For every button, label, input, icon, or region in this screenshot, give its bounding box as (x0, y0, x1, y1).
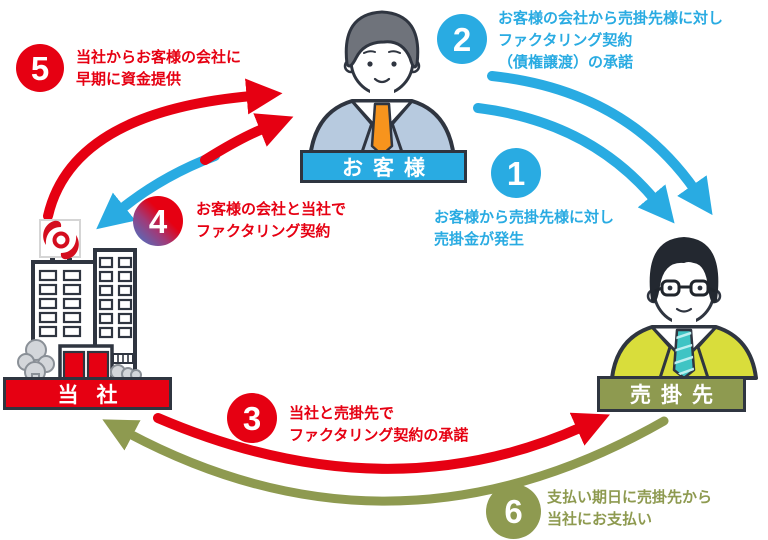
step2-line1: お客様の会社から売掛先様に対し (498, 10, 724, 27)
company-label: 当社 (3, 377, 172, 410)
arrow-step2-consent (487, 71, 713, 216)
step3-caption: 当社と売掛先で ファクタリング契約の承諾 (289, 403, 468, 447)
debtor-label: 売掛先 (597, 376, 746, 412)
step2-line2: ファクタリング契約 (498, 32, 633, 49)
step5-badge: 5 (16, 44, 64, 92)
customer-figure (308, 10, 456, 160)
swirl-logo-icon (43, 220, 79, 260)
customer-tie (370, 102, 394, 157)
step1-caption: お客様から売掛先様に対し 売掛金が発生 (434, 207, 614, 251)
debtor-figure (610, 237, 758, 380)
step2-caption: お客様の会社から売掛先様に対し ファクタリング契約 （債権譲渡）の承諾 (498, 8, 723, 74)
step3-badge: 3 (227, 393, 277, 443)
step4-line2: ファクタリング契約 (196, 223, 331, 240)
step5-line2: 早期に資金提供 (76, 71, 182, 88)
arrow-step6-payment (102, 416, 669, 506)
step2-badge: 2 (437, 14, 487, 64)
step1-line2: 売掛金が発生 (434, 231, 525, 248)
arrow-step4-to-customer (200, 113, 294, 165)
step4-line1: お客様の会社と当社で (196, 201, 347, 218)
arrow-step1-receivable (473, 103, 675, 224)
step6-caption: 支払い期日に売掛先から 当社にお支払い (547, 487, 712, 531)
step5-caption: 当社からお客様の会社に 早期に資金提供 (76, 47, 241, 91)
step6-line1: 支払い期日に売掛先から (547, 489, 713, 506)
step1-line1: お客様から売掛先様に対し (434, 209, 615, 226)
arrow-step3-contract (153, 412, 610, 474)
customer-label: お客様 (300, 150, 467, 183)
step4-caption: お客様の会社と当社で ファクタリング契約 (196, 199, 346, 243)
step3-line2: ファクタリング契約の承諾 (289, 427, 469, 444)
step3-line1: 当社と売掛先で (289, 405, 395, 422)
step6-badge: 6 (486, 484, 541, 539)
arrow-step5-funding (43, 78, 283, 221)
customer-hair (344, 10, 420, 69)
step2-line3: （債権譲渡）の承諾 (498, 54, 634, 71)
step5-line1: 当社からお客様の会社に (76, 49, 242, 66)
step1-badge: 1 (491, 148, 541, 198)
glasses-icon (654, 279, 716, 297)
company-building (17, 219, 142, 384)
step4-badge: 4 (133, 196, 183, 246)
debtor-hair (649, 237, 719, 304)
step6-line2: 当社にお支払い (547, 511, 653, 528)
